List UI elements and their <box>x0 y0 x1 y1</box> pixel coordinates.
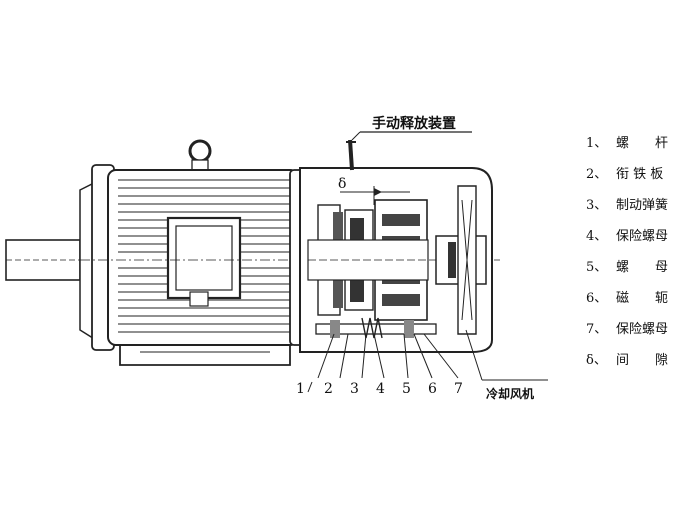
legend-number: 7、 <box>586 322 608 337</box>
legend-text: 间 隙 <box>616 353 669 368</box>
legend-item: δ、间 隙 <box>586 345 696 376</box>
part-number-3: 3 <box>350 381 359 397</box>
gap-label: δ <box>338 176 346 192</box>
part-number-4: 4 <box>376 381 385 397</box>
part-number-2: 2 <box>324 381 333 397</box>
legend-number: 5、 <box>586 260 608 275</box>
legend-number: 3、 <box>586 198 608 213</box>
legend-text: 保险螺母 <box>616 229 669 244</box>
legend-text: 磁 轭 <box>616 291 669 306</box>
legend-item: 6、磁 轭 <box>586 283 696 314</box>
legend-text: 衔 铁 板 <box>616 167 664 182</box>
legend-number: δ、 <box>586 353 607 368</box>
legend-number: 6、 <box>586 291 608 306</box>
part-number-7: 7 <box>454 381 463 397</box>
legend-number: 4、 <box>586 229 608 244</box>
release-device-label: 手动释放装置 <box>372 115 456 132</box>
legend-item: 3、制动弹簧 <box>586 190 696 221</box>
motor-drawing <box>5 131 548 393</box>
legend-text: 螺 母 <box>616 260 669 275</box>
brake-assembly <box>307 199 440 321</box>
parts-legend: 1、螺 杆 2、衔 铁 板 3、制动弹簧 4、保险螺母 5、螺 母 6、磁 轭 … <box>586 128 696 376</box>
part-number-5: 5 <box>402 381 411 397</box>
legend-item: 1、螺 杆 <box>586 128 696 159</box>
legend-item: 5、螺 母 <box>586 252 696 283</box>
legend-number: 2、 <box>586 167 608 182</box>
legend-number: 1、 <box>586 136 608 151</box>
cooling-fan <box>435 185 487 335</box>
part-numbers: 1 2 3 4 5 6 7 <box>296 381 463 397</box>
part-number-1: 1 <box>296 381 305 397</box>
legend-item: 7、保险螺母 <box>586 314 696 345</box>
cooling-fan-label: 冷却风机 <box>486 386 534 401</box>
part-number-6: 6 <box>428 381 437 397</box>
legend-text: 保险螺母 <box>616 322 669 337</box>
legend-item: 2、衔 铁 板 <box>586 159 696 190</box>
legend-text: 螺 杆 <box>616 136 669 151</box>
release-lever <box>348 139 354 171</box>
lifting-ring <box>188 139 212 163</box>
legend-text: 制动弹簧 <box>616 198 669 213</box>
legend-item: 4、保险螺母 <box>586 221 696 252</box>
